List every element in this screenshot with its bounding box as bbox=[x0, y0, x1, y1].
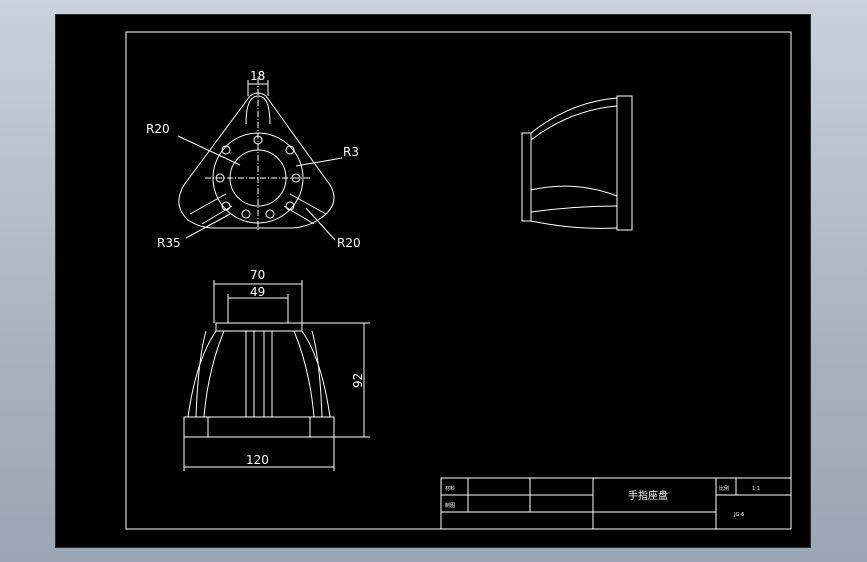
side-mount-plate bbox=[616, 95, 633, 231]
center-rib-right bbox=[263, 330, 273, 418]
dim-top-outer: 70 bbox=[250, 268, 265, 282]
tb-drawing-number: JG-6 bbox=[733, 512, 744, 518]
right-lug bbox=[283, 193, 327, 225]
base-plate bbox=[183, 416, 335, 438]
dim-base-width: 120 bbox=[246, 453, 269, 467]
center-rib-left bbox=[245, 330, 255, 418]
tb-part-name: 手指座盘 bbox=[628, 489, 668, 502]
front-view: 70 49 92 120 bbox=[183, 268, 370, 471]
left-rib bbox=[187, 330, 217, 418]
tb-scale-label: 比例 bbox=[719, 485, 729, 492]
side-view bbox=[521, 95, 633, 231]
dim-top-inner: 49 bbox=[250, 285, 265, 299]
dim-radius-hole: R3 bbox=[343, 145, 359, 159]
tb-scale-value: 1:1 bbox=[752, 486, 760, 492]
left-lug bbox=[189, 193, 233, 225]
drawing-border bbox=[125, 31, 792, 530]
dim-radius-outer: R35 bbox=[157, 236, 181, 250]
dim-height: 92 bbox=[351, 373, 365, 388]
tb-label-material: 材料 bbox=[445, 485, 455, 492]
top-view: 18 R20 R3 R35 R20 bbox=[146, 69, 361, 250]
top-plate bbox=[215, 322, 303, 332]
dim-radius-lower-right: R20 bbox=[337, 236, 361, 250]
dim-top-width: 18 bbox=[250, 69, 265, 83]
right-rib bbox=[301, 330, 331, 418]
drawing-sheet bbox=[55, 14, 811, 548]
side-end-plate bbox=[521, 132, 532, 222]
top-lug bbox=[245, 95, 271, 125]
dim-radius-upper-left: R20 bbox=[146, 122, 170, 136]
title-block: 材料 制图 手指座盘 比例 1:1 JG-6 bbox=[440, 477, 792, 530]
top-view-outline bbox=[178, 92, 335, 229]
tb-label-drawer: 制图 bbox=[445, 502, 455, 509]
